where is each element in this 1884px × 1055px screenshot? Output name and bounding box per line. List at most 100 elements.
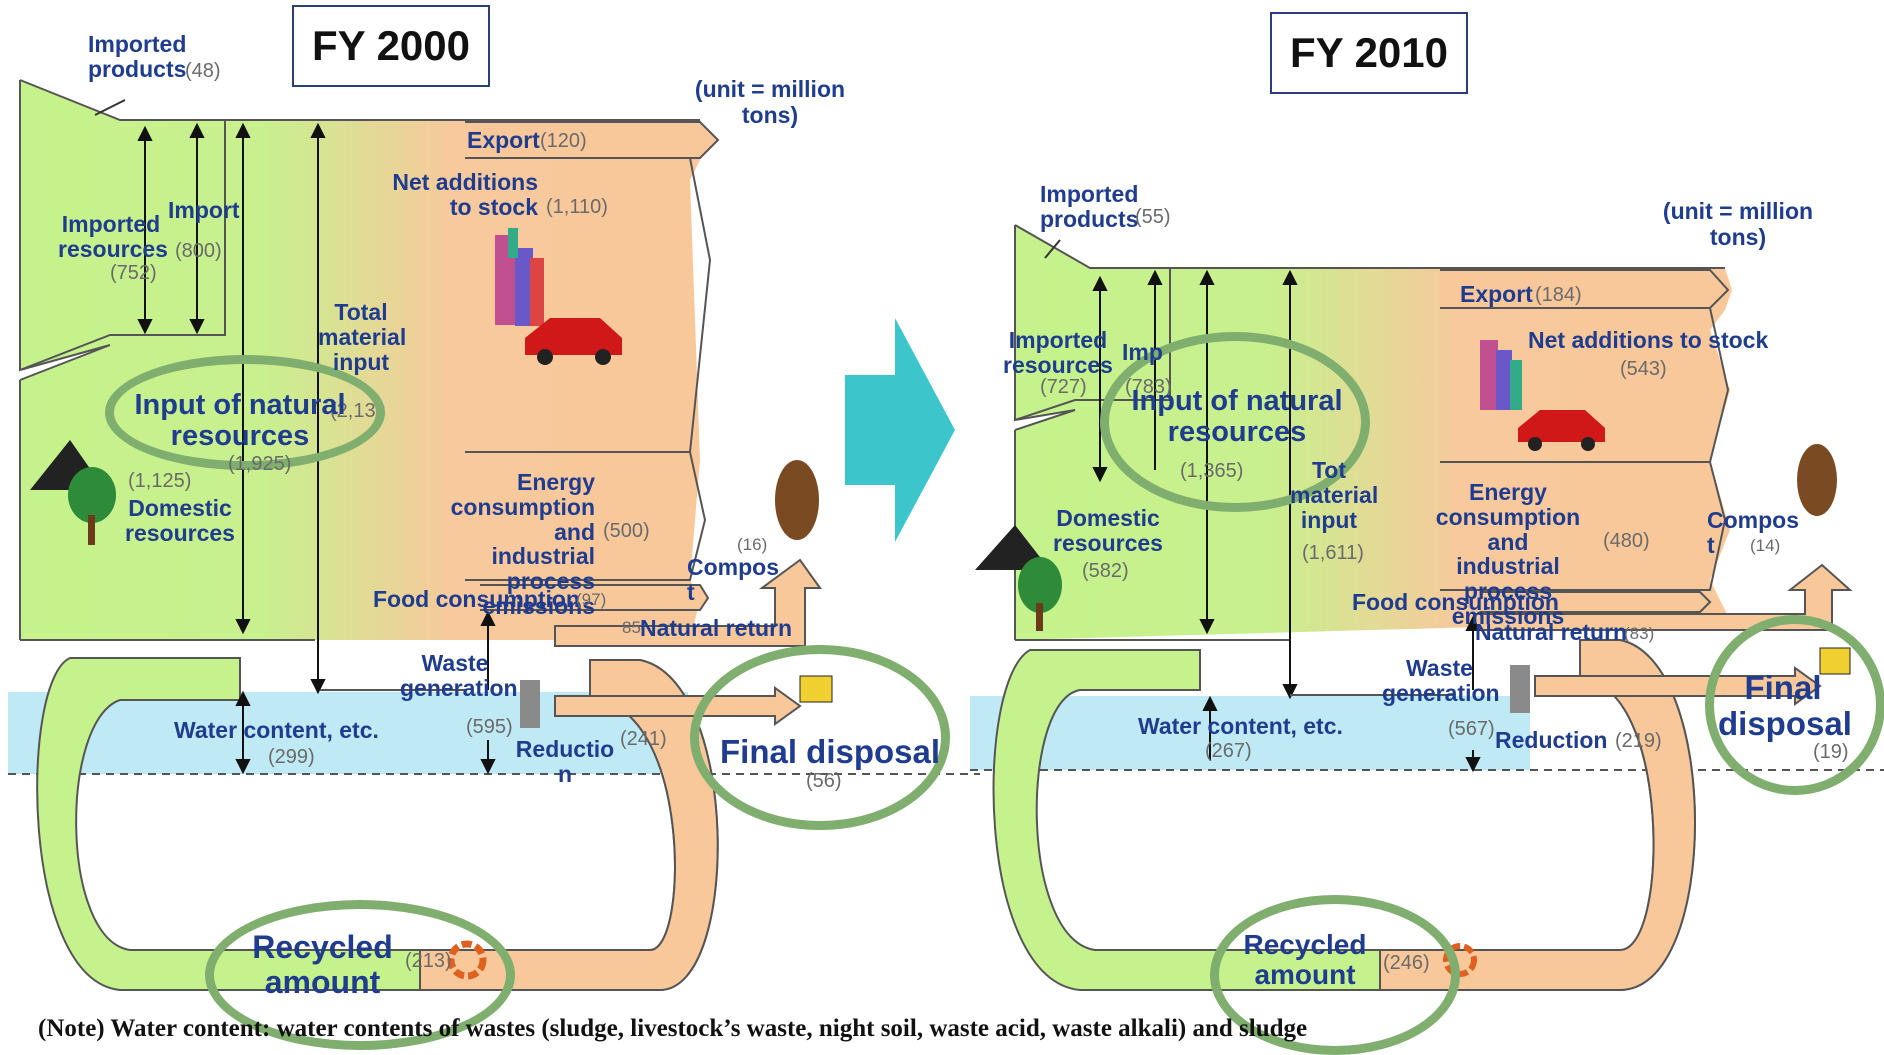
fy2010-imported-resources-val: (727) bbox=[1040, 376, 1087, 398]
fy2010-food-arrow bbox=[1480, 591, 1712, 613]
fy2010-input-natural-resources: Input of natural resources bbox=[1131, 385, 1343, 449]
fy2000-food-arrow bbox=[480, 584, 710, 611]
fy2010-food-consumption: Food consumption bbox=[1352, 589, 1559, 615]
fy2010-export: Export bbox=[1460, 281, 1533, 307]
fy2000-natural-resources-highlight bbox=[105, 355, 385, 470]
fy2000-final-disposal: Final disposal bbox=[720, 733, 941, 770]
fy2010-unit: (unit = million tons) bbox=[1662, 198, 1814, 251]
mountain-tree-icon-2000 bbox=[30, 440, 116, 545]
fy2000-export: Export bbox=[467, 127, 540, 153]
fy2010-export-val: (184) bbox=[1535, 284, 1582, 306]
fy2000-input-natural-resources-val: (1,925) bbox=[228, 453, 292, 475]
fy2010-waste-generation-val: (567) bbox=[1448, 718, 1495, 740]
car-icon-2000 bbox=[525, 318, 622, 365]
fy2010-input-natural-resources-val: (1,365) bbox=[1180, 460, 1244, 482]
fy2010-imported-products-val: (55) bbox=[1135, 206, 1171, 228]
fy2000-water-content: Water content, etc. bbox=[174, 717, 379, 743]
fy2000-water-content-val: (299) bbox=[268, 746, 315, 768]
fy2010-reduction-val: (219) bbox=[1615, 730, 1662, 752]
fy2010-energy-val: (480) bbox=[1603, 530, 1650, 552]
fy2000-flows bbox=[19, 79, 822, 991]
transition-arrow bbox=[845, 318, 955, 542]
fy2000-food-val: (97) bbox=[576, 590, 607, 609]
fy2010-import: Imp bbox=[1122, 339, 1163, 365]
footnote: (Note) Water content: water contents of … bbox=[38, 1015, 1308, 1042]
fy2000-natural-return-val: 85 bbox=[622, 618, 641, 637]
fy2010-reduction: Reduction bbox=[1495, 727, 1608, 753]
fy2000-imported-resources-val: (752) bbox=[110, 262, 157, 284]
fy2000-final-disposal-val: (56) bbox=[806, 770, 842, 792]
fy2010-total-material-input-val: (1,611) bbox=[1302, 542, 1364, 564]
fy2000-final-disposal-highlight bbox=[690, 645, 950, 830]
fy2010-main-body bbox=[1015, 225, 1732, 640]
water-band-right bbox=[970, 696, 1530, 770]
fy2010-waste-generation: Waste generation bbox=[1382, 655, 1500, 706]
compost-icon-2010 bbox=[1797, 444, 1837, 516]
fy2010-imported-resources: Imported resources bbox=[1003, 327, 1113, 378]
fy2000-total-material-input: Total material input bbox=[318, 299, 407, 375]
mountain-tree-icon-2010 bbox=[975, 525, 1062, 631]
fy2000-import: Import bbox=[168, 197, 240, 223]
fy2010-title: FY 2010 bbox=[1270, 12, 1468, 94]
fy2000-input-natural-resources: Input of natural resources bbox=[134, 389, 346, 453]
fy2000-compost: Compos t bbox=[687, 554, 779, 605]
fy2000-main-body bbox=[20, 80, 715, 640]
fy2000-energy: Energy consumption and industrial proces… bbox=[450, 469, 595, 620]
fy2000-domestic-val: (1,125) bbox=[128, 470, 192, 492]
fy2010-natural-return: Natural return bbox=[1475, 619, 1628, 645]
fy2000-compost-val: (16) bbox=[737, 535, 768, 554]
fy2000-food-consumption: Food consumption bbox=[373, 586, 580, 612]
fy2000-imported-products-val: (48) bbox=[185, 60, 221, 82]
compost-icon-2000 bbox=[775, 460, 819, 540]
fy2000-energy-val: (500) bbox=[603, 520, 650, 542]
fy2000-reduction-val: (241) bbox=[620, 728, 667, 750]
fy2010-energy-box bbox=[1440, 461, 1727, 591]
fy2010-net-additions-val: (543) bbox=[1620, 358, 1667, 380]
fy2010-imported-products: Imported products bbox=[1040, 181, 1139, 232]
trash-bin-icon-2010 bbox=[1510, 665, 1530, 713]
fy2010-energy: Energy consumption and industrial proces… bbox=[1435, 479, 1581, 630]
fy2000-energy-box bbox=[465, 451, 707, 581]
fy2000-total-material-input-val: (2,13 bbox=[330, 400, 376, 422]
fy2000-reduction: Reductio n bbox=[515, 736, 615, 787]
fy2000-unit: (unit = million tons) bbox=[694, 76, 846, 129]
fy2000-imported-resources: Imported resources bbox=[58, 211, 168, 262]
fy2010-recycled-val: (246) bbox=[1383, 952, 1430, 974]
fy2010-compost: Compos t bbox=[1707, 507, 1799, 558]
fy2000-net-additions: Net additions to stock bbox=[392, 169, 538, 220]
fy2010-import-val: (783) bbox=[1125, 376, 1172, 398]
fy2000-waste-generation-val: (595) bbox=[466, 716, 513, 738]
fy2000-export-val: (120) bbox=[540, 130, 587, 152]
fy2010-natural-return-val: (83) bbox=[1624, 624, 1655, 643]
fy2000-net-additions-val: (1,110) bbox=[546, 196, 608, 218]
fy2000-compost-arrow bbox=[554, 558, 822, 647]
building-icon-2010 bbox=[1480, 340, 1522, 410]
fy2010-water-content: Water content, etc. bbox=[1138, 713, 1343, 739]
fy2010-domestic-val: (582) bbox=[1082, 560, 1129, 582]
fy2010-final-disposal: Final disposal bbox=[1718, 669, 1852, 742]
fy2000-recycled-val: (213) bbox=[405, 950, 452, 972]
fy2000-domestic-resources: Domestic resources bbox=[125, 495, 235, 546]
building-icon-2000 bbox=[495, 228, 544, 326]
fy2010-final-disposal-highlight bbox=[1705, 615, 1884, 795]
fy2000-recycled-amount: Recycled amount bbox=[252, 929, 393, 1000]
fy2010-flows bbox=[992, 224, 1853, 991]
fy2010-domestic-resources: Domestic resources bbox=[1053, 505, 1163, 556]
fy2000-import-wedge bbox=[19, 80, 226, 372]
fy2010-net-additions: Net additions to stock bbox=[1528, 327, 1769, 353]
fy2010-water-content-val: (267) bbox=[1205, 740, 1252, 762]
car-icon-2010 bbox=[1518, 410, 1605, 451]
fy2010-recycled-amount: Recycled amount bbox=[1243, 929, 1367, 991]
trash-bin-icon-2000 bbox=[520, 680, 540, 728]
fy2000-imported-products: Imported products bbox=[88, 31, 187, 82]
fy2000-title: FY 2000 bbox=[292, 5, 490, 87]
fy2010-total-material-input: Tot material input bbox=[1290, 457, 1379, 533]
fy2010-compost-val: (14) bbox=[1750, 536, 1781, 555]
fy2000-natural-return: Natural return bbox=[640, 615, 793, 641]
fy2010-natural-resources-highlight bbox=[1100, 332, 1370, 512]
fy2000-waste-generation: Waste generation bbox=[400, 650, 518, 701]
fy2000-import-val: (800) bbox=[175, 240, 222, 262]
fy2010-final-disposal-val: (19) bbox=[1813, 741, 1849, 763]
